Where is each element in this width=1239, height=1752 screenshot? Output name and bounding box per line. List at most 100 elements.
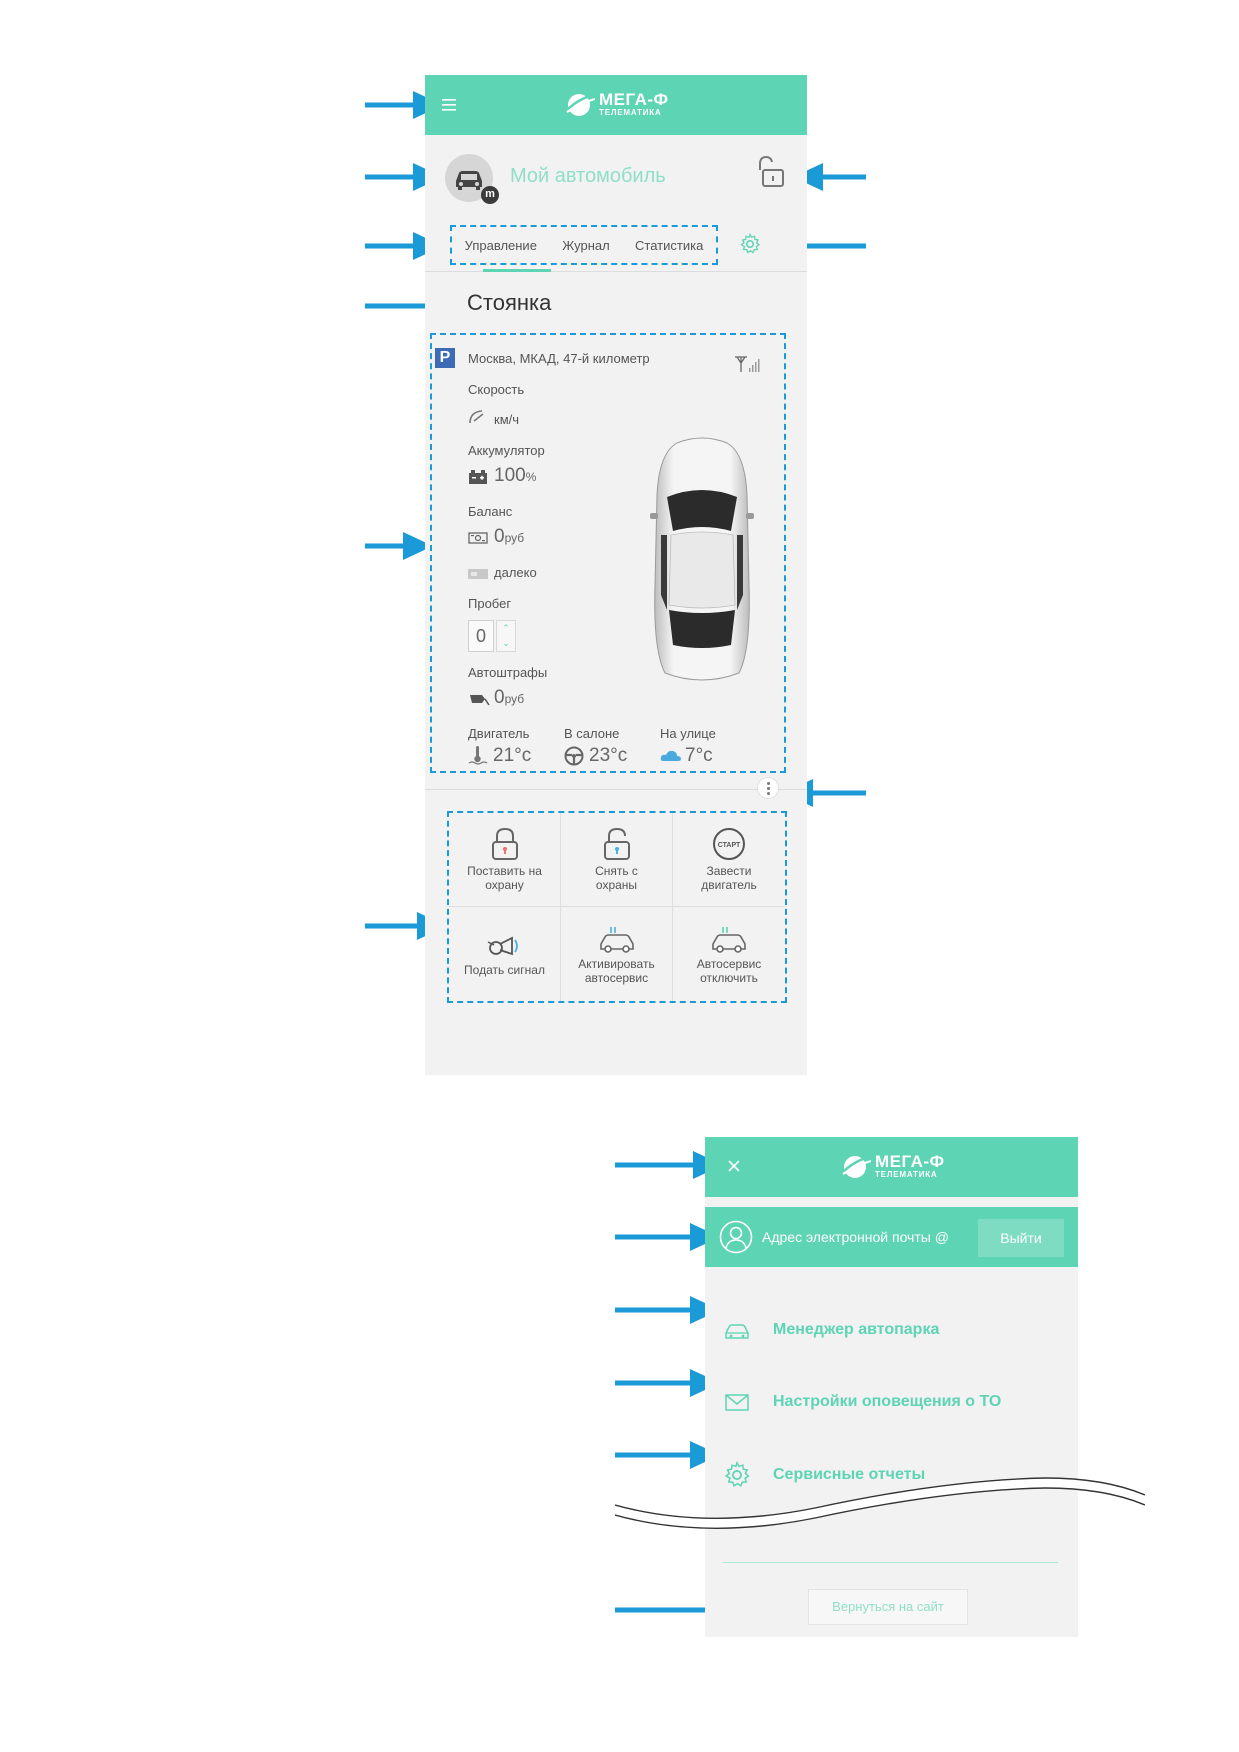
vehicle-status-panel <box>430 333 786 773</box>
menu-header: МЕГА-Ф ТЕЛЕМАТИКА <box>705 1137 1078 1197</box>
battery-icon <box>468 470 488 489</box>
menu-item-fleet-manager[interactable]: Менеджер автопарка <box>705 1310 1078 1350</box>
signal-strength-icon <box>735 355 761 378</box>
settings-gear-icon[interactable] <box>739 232 761 255</box>
speedometer-icon <box>468 409 488 430</box>
user-email: Адрес электронной почты @ <box>762 1229 949 1245</box>
gear-icon <box>723 1461 751 1489</box>
annotation-arrow-status <box>365 531 433 561</box>
fines-value: 0руб <box>494 687 524 709</box>
menu-item-service-reports[interactable]: Сервисные отчеты <box>705 1455 1078 1495</box>
sim-card-icon <box>468 567 488 585</box>
activate-autoservice-label-2: автосервис <box>584 970 649 985</box>
disable-autoservice-label-2: отключить <box>700 970 758 985</box>
car-icon <box>723 1316 751 1344</box>
disable-autoservice-button[interactable]: Автосервис отключить <box>673 907 785 1001</box>
menu-brand-title: МЕГА-Ф <box>875 1152 945 1171</box>
arm-security-label-2: охрану <box>485 878 524 892</box>
battery-value: 100% <box>494 465 536 487</box>
car-top-view-image <box>647 435 757 685</box>
menu-brand-globe-icon <box>842 1155 871 1178</box>
menu-item-label: Менеджер автопарка <box>773 1321 940 1338</box>
menu-item-notification-settings[interactable]: Настройки оповещения о ТО <box>705 1382 1078 1422</box>
annotation-arrow-lock <box>793 162 866 192</box>
fines-label: Автоштрафы <box>468 665 548 680</box>
lock-closed-icon <box>491 827 518 860</box>
service-car-icon <box>599 926 634 953</box>
card-status: далеко <box>494 565 537 580</box>
parking-icon: P <box>435 348 455 368</box>
logout-button[interactable]: Выйти <box>978 1219 1064 1257</box>
disarm-security-label-2: охраны <box>595 878 638 892</box>
mileage-label: Пробег <box>468 596 512 611</box>
app-header: МЕГА-Ф ТЕЛЕМАТИКА <box>425 75 807 135</box>
stepper-down-icon[interactable]: ⌄ <box>502 638 510 648</box>
tabs-divider <box>425 271 807 272</box>
brand-globe-icon <box>566 93 595 116</box>
hamburger-menu-icon[interactable] <box>439 95 461 115</box>
start-engine-button[interactable]: СТАРТ Завести двигатель <box>673 813 785 907</box>
side-menu-screen: МЕГА-Ф ТЕЛЕМАТИКА Адрес электронной почт… <box>705 1137 1078 1637</box>
start-icon-text: СТАРТ <box>718 842 741 849</box>
car-dashboard-screen: МЕГА-Ф ТЕЛЕМАТИКА m Мой автомобиль Управ… <box>425 75 807 1075</box>
speed-unit: км/ч <box>494 412 520 427</box>
brand-title: МЕГА-Ф <box>599 90 669 109</box>
stepper-up-icon[interactable]: ⌃ <box>502 623 510 633</box>
back-to-site-button[interactable]: Вернуться на сайт <box>808 1589 968 1625</box>
action-buttons-grid: Поставить на охрану Снять с охраны СТАРТ… <box>447 811 787 1003</box>
battery-value-number: 100 <box>494 465 526 486</box>
battery-label: Аккумулятор <box>468 443 545 458</box>
money-icon <box>468 531 488 550</box>
mileage-input[interactable]: 0 <box>468 620 494 652</box>
cloud-icon <box>660 748 682 767</box>
car-icon <box>456 171 482 190</box>
location-address: Москва, МКАД, 47-й километр <box>468 351 650 366</box>
service-car-off-icon <box>712 926 746 953</box>
active-tab-indicator <box>483 269 551 272</box>
tab-control[interactable]: Управление <box>464 237 537 253</box>
start-engine-label-2: двигатель <box>701 878 757 892</box>
menu-item-label: Настройки оповещения о ТО <box>773 1393 1002 1410</box>
outside-temp-label: На улице <box>660 726 716 741</box>
activate-autoservice-button[interactable]: Активировать автосервис <box>561 907 673 1001</box>
battery-value-unit: % <box>525 470 537 484</box>
start-engine-label-1: Завести <box>706 864 752 878</box>
cabin-temp-label: В салоне <box>564 726 620 741</box>
mileage-stepper[interactable]: ⌃ ⌄ <box>496 620 516 652</box>
car-badge: m <box>481 186 499 204</box>
tab-journal[interactable]: Журнал <box>562 237 610 253</box>
fines-value-number: 0 <box>494 687 505 708</box>
balance-label: Баланс <box>468 504 513 519</box>
horn-icon <box>487 936 518 955</box>
arm-security-button[interactable]: Поставить на охрану <box>449 813 561 907</box>
fines-value-unit: руб <box>504 692 525 706</box>
engine-temp-value: 21°c <box>493 745 532 766</box>
car-avatar[interactable]: m <box>445 154 499 204</box>
cut-line-decoration <box>613 1475 1147 1535</box>
more-options-icon[interactable] <box>757 777 779 799</box>
disarm-security-label-1: Снять с <box>595 864 638 878</box>
balance-value-number: 0 <box>494 526 505 547</box>
unlock-status-icon[interactable] <box>755 155 787 189</box>
arm-security-label-1: Поставить на <box>467 864 542 878</box>
start-icon: СТАРТ <box>713 828 745 860</box>
menu-divider <box>723 1562 1058 1563</box>
activate-autoservice-label-1: Активировать <box>578 956 655 971</box>
steering-wheel-icon <box>564 746 584 771</box>
engine-temp-label: Двигатель <box>468 726 530 741</box>
user-avatar-icon <box>719 1220 753 1254</box>
car-name[interactable]: Мой автомобиль <box>510 165 666 187</box>
user-account-bar: Адрес электронной почты @ Выйти <box>705 1207 1078 1267</box>
tab-statistics[interactable]: Статистика <box>635 237 704 253</box>
page-title: Стоянка <box>467 290 552 315</box>
horn-signal-label: Подать сигнал <box>464 962 545 977</box>
brand-subtitle: ТЕЛЕМАТИКА <box>599 108 662 117</box>
menu-brand-subtitle: ТЕЛЕМАТИКА <box>875 1170 938 1179</box>
disarm-security-button[interactable]: Снять с охраны <box>561 813 673 907</box>
disable-autoservice-label-1: Автосервис <box>696 956 762 971</box>
outside-temp-value: 7°c <box>685 745 713 766</box>
horn-signal-button[interactable]: Подать сигнал <box>449 907 561 1001</box>
brand-logo: МЕГА-Ф ТЕЛЕМАТИКА <box>565 90 669 118</box>
close-icon[interactable] <box>723 1155 745 1177</box>
traffic-camera-icon <box>468 692 490 711</box>
